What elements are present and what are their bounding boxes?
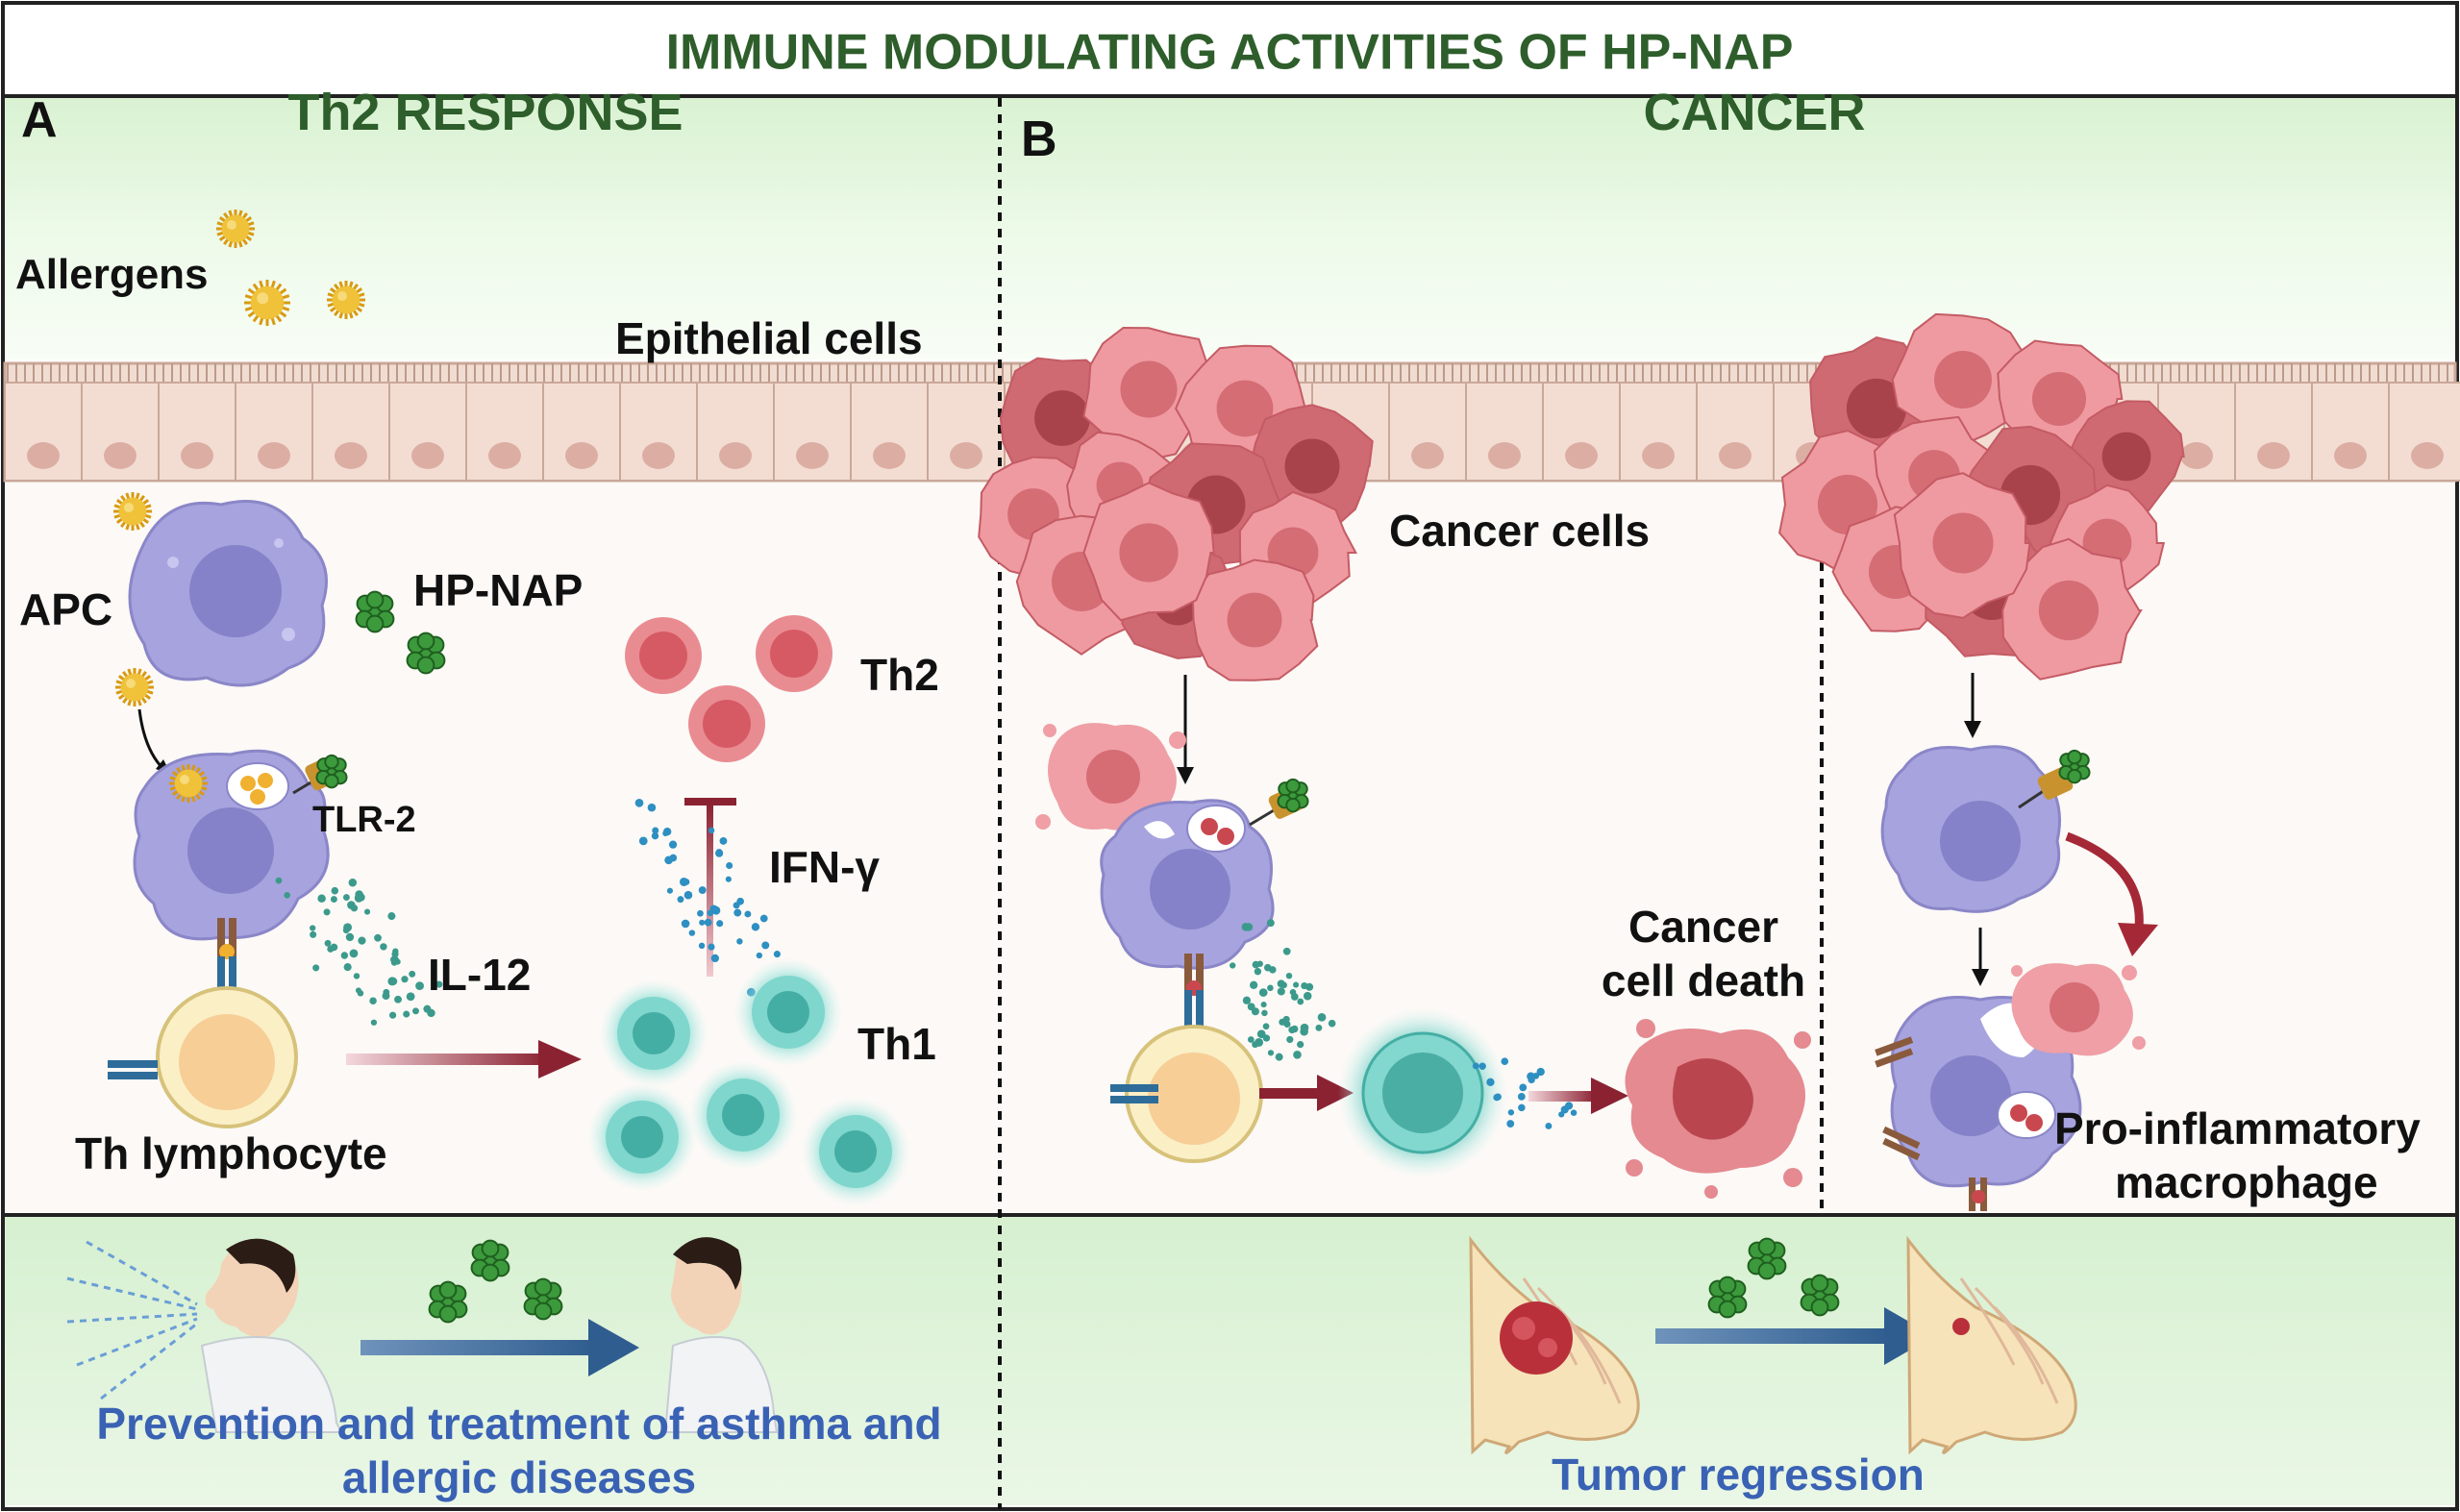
asthma-patient-before-icon <box>66 1238 343 1433</box>
il12-cytokine-dots <box>1230 919 1336 1061</box>
hp-nap-label: HP-NAP <box>413 565 583 615</box>
tlr2-label: TLR-2 <box>312 800 416 840</box>
apc-label: APC <box>19 584 112 634</box>
arrowhead <box>2118 923 2158 956</box>
il12-cytokine-dots <box>275 877 443 1026</box>
apc-activated-icon <box>133 749 330 941</box>
cancer-death-label-line1: Cancer <box>1628 902 1778 952</box>
diagram-title: IMMUNE MODULATING ACTIVITIES OF HP-NAP <box>666 25 1794 81</box>
panel-b: B CANCER Cancer cells <box>978 84 2421 1500</box>
hp-nap-molecule-icon <box>406 632 446 675</box>
cancer-death-label-line2: cell death <box>1602 955 1805 1005</box>
macrophage-label-line1: Pro-inflammatory <box>2054 1103 2421 1153</box>
allergen-icon <box>115 668 154 706</box>
mhc-tcr-synapse-icon <box>217 918 236 993</box>
th2-cell-icon <box>756 615 832 692</box>
cancer-cells-label: Cancer cells <box>1389 506 1650 556</box>
breast-tumor-after-icon <box>1906 1235 2077 1455</box>
dying-cancer-cell-icon <box>1035 723 1186 830</box>
allergens-label: Allergens <box>15 251 209 298</box>
allergen-icon <box>113 492 152 531</box>
dead-cancer-cell-icon <box>1625 1019 1811 1199</box>
allergen-icon <box>169 764 208 803</box>
panel-a-letter: A <box>21 92 58 148</box>
apc-cancer-icon <box>1100 799 1275 970</box>
hp-nap-molecule-icon <box>2058 749 2091 784</box>
killing-arrow <box>1528 1078 1628 1114</box>
macrophage-label-line2: macrophage <box>2115 1157 2378 1207</box>
th1-cell-icon <box>689 1061 797 1169</box>
treatment-arrow <box>360 1319 639 1376</box>
th2-label: Th2 <box>860 650 939 700</box>
apc-cell-icon <box>128 500 328 687</box>
th-lymphocyte-label: Th lymphocyte <box>75 1128 387 1178</box>
cytotoxic-t-cell-icon <box>1338 1008 1507 1177</box>
t-lymphocyte-icon <box>1110 1025 1263 1163</box>
tumor-mass-icon <box>978 326 1374 682</box>
th2-cell-icon <box>688 685 765 762</box>
ifn-gamma-cytokine-dots <box>634 798 781 997</box>
th1-label: Th1 <box>857 1019 936 1069</box>
allergen-icon <box>327 281 365 319</box>
th2-cells <box>625 615 832 762</box>
epithelial-cells-label: Epithelial cells <box>615 313 923 363</box>
th1-cell-icon <box>588 1083 696 1191</box>
hp-nap-molecule-icon <box>470 1239 510 1282</box>
allergen-icon <box>244 280 290 326</box>
tlr2-receptor-icon <box>1249 778 1309 827</box>
mhc-tcr-synapse-icon <box>1184 954 1204 1029</box>
arrowhead <box>1964 721 1981 738</box>
panel-b-heading: CANCER <box>1643 84 1865 141</box>
tlr2-receptor-icon <box>2018 749 2091 809</box>
tumor-mass-icon <box>1778 312 2185 681</box>
asthma-patient-after-icon <box>663 1237 779 1433</box>
il12-label: IL-12 <box>428 950 531 1000</box>
differentiation-arrow <box>346 1040 582 1078</box>
hp-nap-molecule-icon <box>355 590 395 633</box>
engulfed-cancer-cell-icon <box>2011 963 2146 1056</box>
panel-b-letter: B <box>1021 112 1057 167</box>
ifn-gamma-inhibition <box>634 798 781 997</box>
tlr2-receptor-icon <box>292 754 348 795</box>
cytotoxic-granule-dots <box>1472 1057 1578 1129</box>
th1-cell-icon <box>734 958 842 1066</box>
th1-cell-icon <box>600 979 708 1087</box>
asthma-outcome-line1: Prevention and treatment of asthma and <box>96 1399 941 1449</box>
arrowhead <box>1177 767 1194 784</box>
hp-nap-molecule-icon <box>523 1277 563 1321</box>
hp-nap-molecule-icon <box>1800 1274 1840 1317</box>
m1-polarization-curve-arrow <box>2065 831 2144 929</box>
activation-arrow <box>1259 1075 1354 1111</box>
allergen-icon <box>216 210 255 248</box>
hp-nap-molecule-icon <box>1277 778 1309 813</box>
asthma-outcome-line2: allergic diseases <box>342 1452 696 1502</box>
breast-tumor-before-icon <box>1469 1235 1640 1455</box>
tumor-regression-label: Tumor regression <box>1552 1450 1925 1500</box>
ifn-gamma-label: IFN-γ <box>769 842 880 892</box>
allergen-particles <box>113 210 365 706</box>
arrowhead <box>1972 969 1989 986</box>
macrophage-resting-icon <box>1880 745 2061 913</box>
hp-nap-molecule-icon <box>1707 1276 1748 1319</box>
th-lymphocyte-icon <box>108 986 298 1128</box>
panel-a-heading: Th2 RESPONSE <box>287 84 683 141</box>
hp-nap-molecule-icon <box>428 1280 468 1324</box>
th2-cell-icon <box>625 617 702 694</box>
hp-nap-molecule-icon <box>315 754 348 789</box>
th1-cell-icon <box>802 1098 909 1205</box>
hp-nap-molecule-icon <box>1747 1237 1787 1280</box>
panel-a: A Th2 RESPONSE Allergens Epithelial cell… <box>15 84 942 1502</box>
airway-lumen-background <box>5 98 2455 359</box>
th1-cells <box>588 958 909 1205</box>
